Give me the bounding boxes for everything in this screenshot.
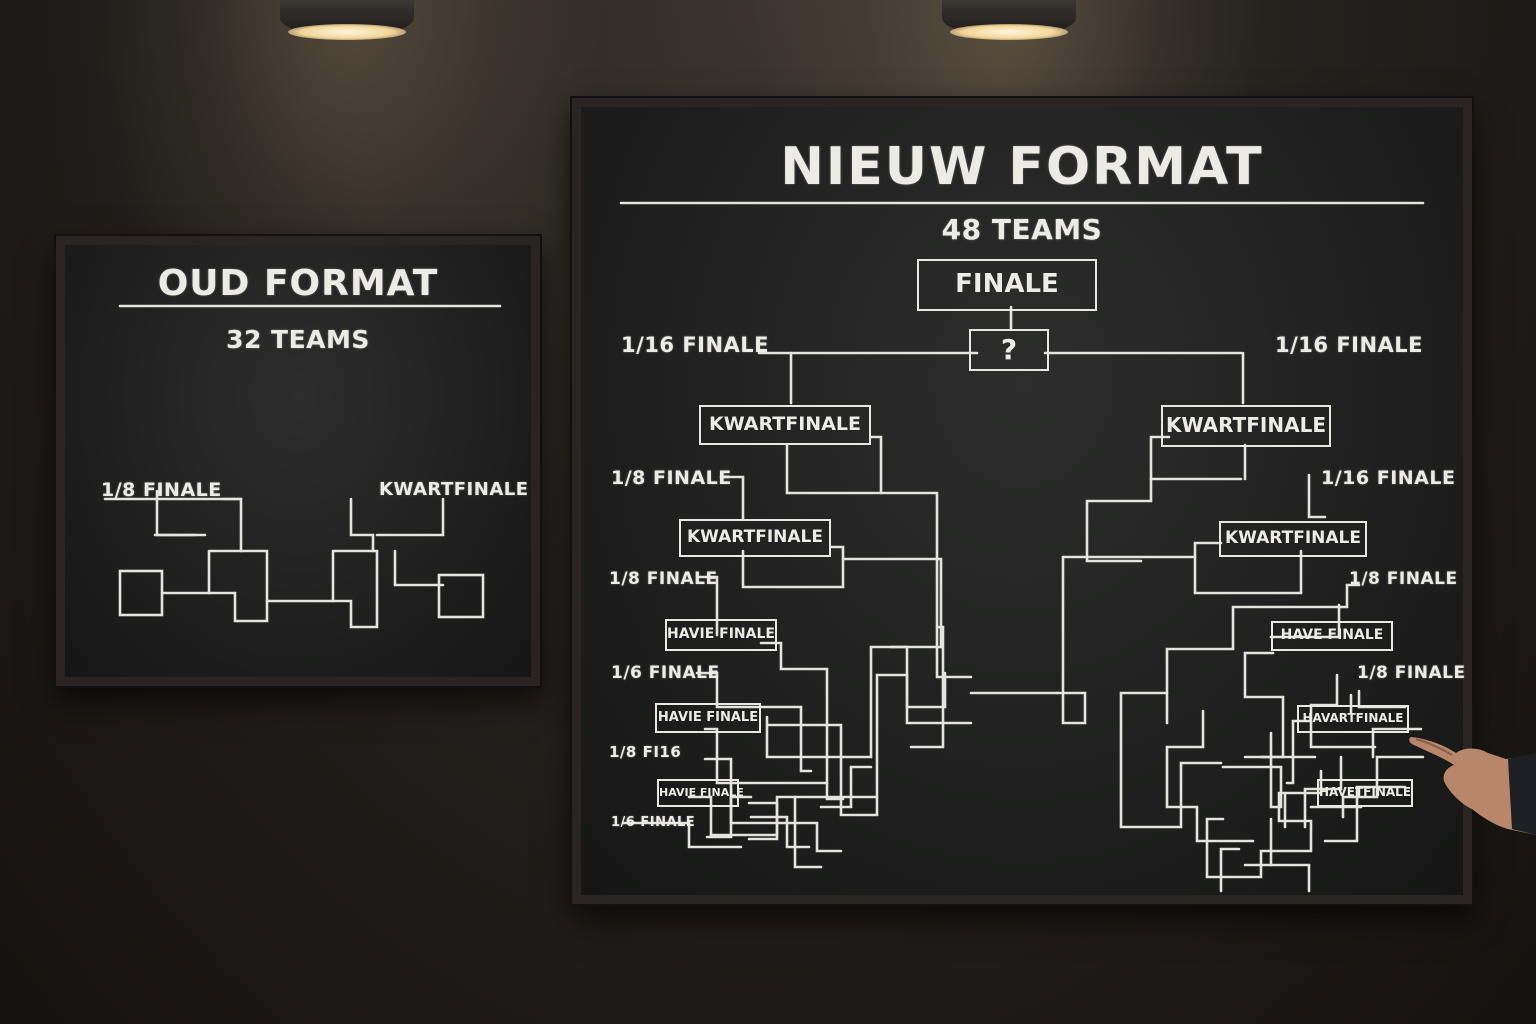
old-board-title: OUD FORMAT bbox=[157, 263, 439, 304]
left-r6-a-label: 1/6 FINALE bbox=[611, 663, 720, 683]
right-r16-b-label: 1/16 FINALE bbox=[1321, 467, 1456, 489]
left-qf-mid-box: KWARTFINALE bbox=[679, 519, 831, 557]
pointing-hand-icon bbox=[1409, 737, 1536, 835]
final-box: FINALE bbox=[917, 259, 1097, 311]
right-sf-c-box: HAVETFINALE bbox=[1317, 779, 1413, 807]
left-sf-b-box: HAVIE FINALE bbox=[655, 703, 761, 733]
left-qf-top-box: KWARTFINALE bbox=[699, 405, 871, 445]
left-r6-b-label: 1/6 FINALE bbox=[611, 815, 696, 830]
new-board-title: NIEUW FORMAT bbox=[780, 137, 1264, 197]
old-board-label-right: KWARTFINALE bbox=[379, 479, 529, 500]
new-board-subtitle: 48 TEAMS bbox=[941, 213, 1103, 246]
left-sf-a-box: HAVIE FINALE bbox=[665, 619, 777, 651]
right-sf-b-box: HAVARTFINALE bbox=[1297, 705, 1409, 733]
left-r8-a-label: 1/8 FINALE bbox=[611, 467, 732, 489]
old-format-chalkboard: OUD FORMAT 32 TEAMS 1/8 FINALE KWARTFINA… bbox=[56, 236, 540, 686]
left-r8-c-label: 1/8 FI16 bbox=[609, 743, 682, 761]
right-qf-mid-box: KWARTFINALE bbox=[1219, 521, 1367, 557]
right-qf-top-box: KWARTFINALE bbox=[1161, 405, 1331, 447]
right-sf-a-box: HAVE FINALE bbox=[1271, 621, 1393, 651]
ceiling-lamp-right bbox=[942, 0, 1076, 42]
question-box: ? bbox=[969, 329, 1049, 371]
left-r16-label: 1/16 FINALE bbox=[621, 333, 770, 357]
left-sf-c-box: HAVIE FINALE bbox=[657, 779, 744, 807]
old-board-label-left: 1/8 FINALE bbox=[101, 479, 222, 501]
left-r8-b-label: 1/8 FINALE bbox=[609, 569, 718, 589]
right-r8-a-label: 1/8 FINALE bbox=[1349, 569, 1458, 589]
old-board-bracket bbox=[103, 304, 502, 629]
new-format-chalkboard: NIEUW FORMAT 48 TEAMS FINALE ? 1/16 FINA… bbox=[572, 98, 1472, 904]
new-board-bracket bbox=[619, 201, 1425, 893]
ceiling-lamp-left bbox=[280, 0, 414, 42]
old-board-subtitle: 32 TEAMS bbox=[226, 325, 370, 354]
right-r16-label: 1/16 FINALE bbox=[1275, 333, 1424, 357]
right-r8-b-label: 1/8 FINALE bbox=[1357, 663, 1466, 683]
